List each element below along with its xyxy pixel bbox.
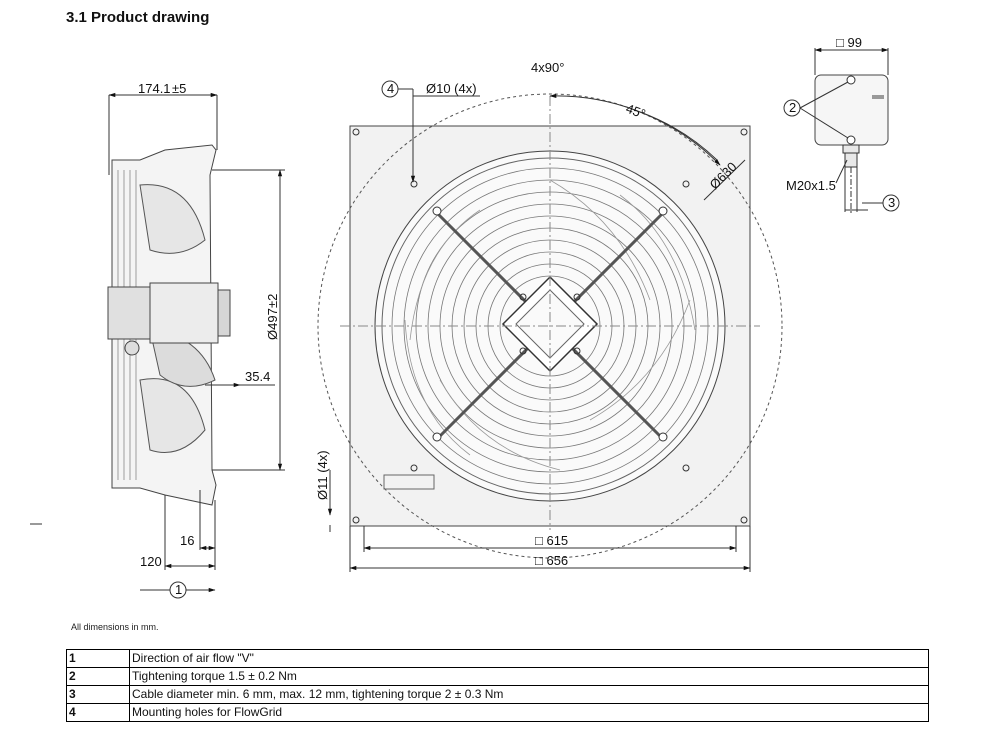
front-view: [317, 80, 783, 572]
dim-497: Ø497: [265, 308, 280, 340]
dim-35: 35.4: [245, 369, 270, 384]
legend-number: 3: [66, 685, 130, 704]
callout-1: 1: [175, 582, 182, 597]
dim-656: □ 656: [535, 553, 568, 568]
dim-hole10: Ø10 (4x): [426, 81, 477, 96]
terminal-box-view: [783, 47, 900, 215]
dim-16: 16: [180, 533, 194, 548]
callout-2: 2: [789, 100, 796, 115]
legend-text: Direction of air flow "V": [129, 649, 929, 668]
legend-row: 2 Tightening torque 1.5 ± 0.2 Nm: [66, 667, 929, 686]
dim-120: 120: [140, 554, 162, 569]
dim-thread: M20x1.5: [786, 178, 836, 193]
legend-row: 4 Mounting holes for FlowGrid: [66, 703, 929, 722]
legend-number: 2: [66, 667, 130, 686]
legend-text: Tightening torque 1.5 ± 0.2 Nm: [129, 667, 929, 686]
dim-174-tol: ±5: [172, 81, 186, 96]
dim-99: □ 99: [836, 35, 862, 50]
units-note: All dimensions in mm.: [71, 622, 159, 632]
dim-174: 174.1: [138, 81, 171, 96]
callout-4: 4: [387, 81, 394, 96]
dim-45: 45°: [624, 101, 648, 122]
legend-row: 1 Direction of air flow "V": [66, 649, 929, 668]
legend-number: 4: [66, 703, 130, 722]
dim-497-tol: ±2: [265, 294, 280, 308]
legend-row: 3 Cable diameter min. 6 mm, max. 12 mm, …: [66, 685, 929, 704]
dim-615: □ 615: [535, 533, 568, 548]
callout-3: 3: [888, 195, 895, 210]
product-drawing: 174.1 ±5 Ø497 ±2 35.4 16 120 1: [30, 35, 900, 599]
dim-hole11: Ø11 (4x): [315, 450, 330, 500]
legend-number: 1: [66, 649, 130, 668]
section-title: 3.1 Product drawing: [66, 9, 210, 26]
side-view: [30, 92, 285, 599]
legend-table: 1 Direction of air flow "V" 2 Tightening…: [66, 649, 929, 722]
dim-4x90: 4x90°: [531, 60, 564, 75]
legend-text: Cable diameter min. 6 mm, max. 12 mm, ti…: [129, 685, 929, 704]
legend-text: Mounting holes for FlowGrid: [129, 703, 929, 722]
